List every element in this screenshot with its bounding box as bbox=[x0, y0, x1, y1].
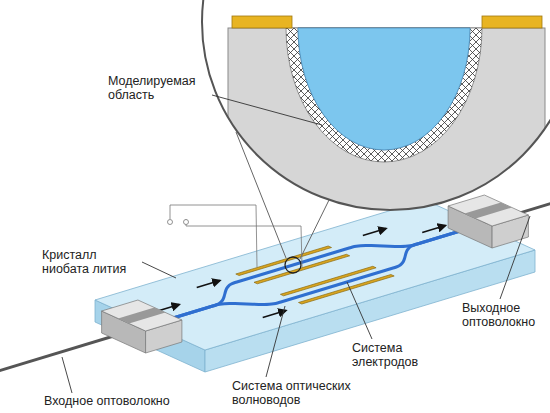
electrode-section bbox=[232, 16, 292, 28]
optical-waveguide bbox=[150, 225, 480, 325]
part-label: Входное оптоволокно bbox=[44, 394, 194, 408]
crystal-device bbox=[0, 193, 550, 372]
electrode-strip bbox=[236, 246, 332, 276]
electrode-strip bbox=[280, 266, 376, 296]
fiber-holder bbox=[102, 300, 182, 331]
part-label: Система электродов bbox=[352, 341, 442, 370]
leader-lines bbox=[62, 95, 530, 393]
cross-section-zoom bbox=[202, 0, 550, 228]
holder-groove bbox=[118, 308, 165, 324]
part-label: Кристалл ниобата лития bbox=[42, 248, 144, 277]
electrode-wiring bbox=[168, 205, 303, 267]
waveguide-section bbox=[298, 28, 470, 150]
mesh-region bbox=[286, 28, 482, 162]
light-direction-arrow bbox=[197, 281, 220, 288]
electrode-strip bbox=[299, 275, 395, 305]
optical-waveguide bbox=[150, 225, 480, 325]
fiber-holder bbox=[448, 195, 528, 226]
part-label: Моделируемая область bbox=[108, 74, 212, 103]
light-direction-arrow bbox=[363, 229, 386, 236]
zoom-line bbox=[300, 198, 330, 259]
light-direction-arrow bbox=[422, 226, 445, 233]
part-label: Система оптических волноводов bbox=[232, 379, 362, 408]
electrode-section bbox=[482, 16, 542, 28]
part-label: Выходное оптоволокно bbox=[462, 301, 548, 330]
holder-groove bbox=[465, 203, 512, 219]
zoom-spot bbox=[285, 257, 301, 273]
